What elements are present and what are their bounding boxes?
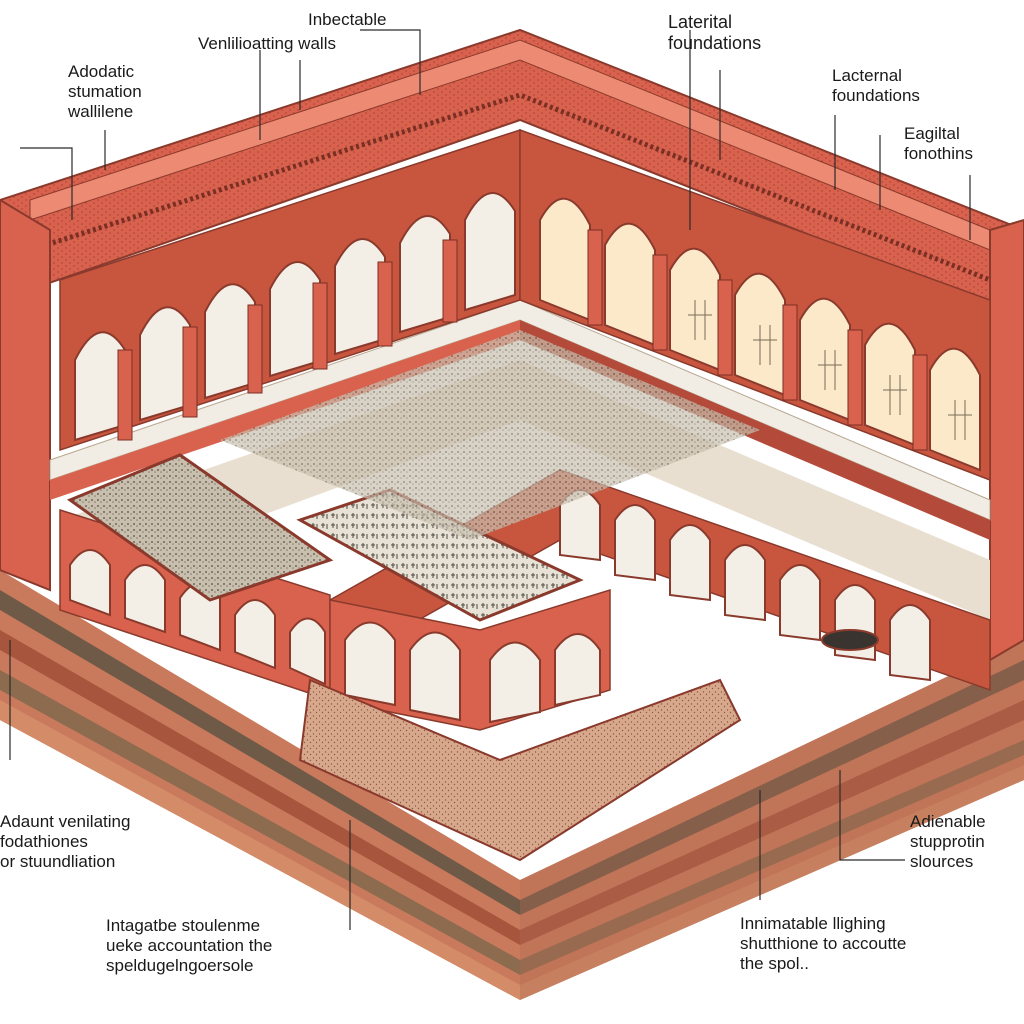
lower-level	[59, 330, 991, 862]
upper-arcade-right	[519, 128, 991, 482]
label-intagatbe-stoulenme: Intagatbe stoulenme ueke accountation th…	[106, 916, 273, 975]
upper-walls	[0, 28, 1024, 662]
label-lacternal-foundations: Lacternal foundations	[832, 66, 920, 105]
leader-lines	[9, 29, 971, 930]
label-ventilating-walls: Venlilioatting walls	[198, 34, 336, 53]
label-adodatic-stumation: Adodatic stumation wallilene	[68, 62, 142, 121]
ground-strata	[0, 570, 1024, 1000]
label-innimatable-llighing: Innimatable llighing shutthione to accou…	[740, 914, 907, 973]
label-adaunt-venilating: Adaunt venilating fodathiones or stuundl…	[0, 812, 131, 871]
label-laterital-foundations: Laterital foundations	[668, 12, 762, 53]
label-eagiltal-fonothins: Eagiltal fonothins	[904, 124, 973, 163]
label-inbectable: Inbectable	[308, 10, 387, 29]
label-adienable-stupprotin: Adienable stupprotin slources	[910, 812, 986, 871]
upper-arcade-left	[59, 128, 521, 452]
